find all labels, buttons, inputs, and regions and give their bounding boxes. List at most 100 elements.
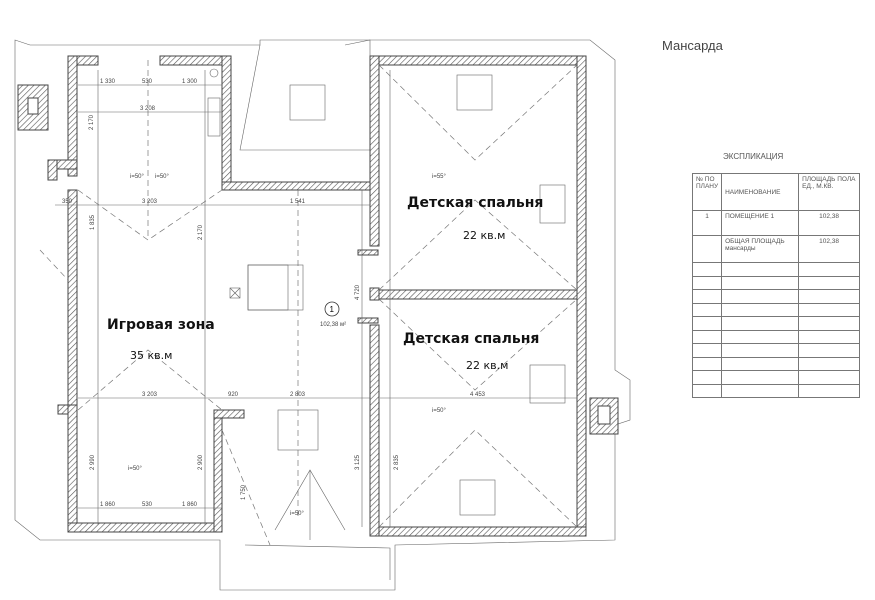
play-zone-area: 35 кв.м — [130, 349, 172, 362]
dimension-label: 530 — [142, 502, 153, 508]
table-row: 1 ПОМЕЩЕНИЕ 1 102,38 — [691, 210, 861, 236]
cell-empty — [721, 329, 800, 344]
col-number: № ПО ПЛАНУ — [691, 173, 723, 211]
cell-empty — [798, 329, 861, 344]
dimension-label: 4 453 — [470, 392, 486, 398]
cell-empty — [721, 370, 800, 385]
room-marker: 1 102,38 м² — [320, 301, 346, 328]
cell-number — [691, 235, 723, 263]
cell-empty — [721, 316, 800, 331]
dimension-label: 2 170 — [89, 114, 95, 130]
dimension-label: 3 125 — [355, 454, 361, 470]
cell-empty — [721, 289, 800, 304]
cell-empty — [798, 289, 861, 304]
dimension-label: 2 990 — [90, 454, 96, 470]
play-zone-name: Игровая зона — [107, 317, 215, 333]
cell-empty — [721, 383, 800, 398]
cell-empty — [721, 275, 800, 290]
cell-area: 102,38 — [798, 235, 861, 263]
cell-area: 102,38 — [798, 210, 861, 236]
dimension-label: 1 541 — [290, 199, 306, 205]
dimension-label: 2 803 — [290, 392, 306, 398]
cell-empty — [721, 262, 800, 277]
table-row-empty — [691, 289, 861, 304]
table-row-empty — [691, 262, 861, 277]
chimney-right — [589, 397, 619, 435]
slope-label: i=50° — [290, 511, 305, 517]
cell-empty — [798, 302, 861, 317]
cell-empty — [691, 356, 723, 371]
cell-empty — [798, 343, 861, 358]
dimension-label: 4 720 — [355, 284, 361, 300]
slope-label: i=50° — [128, 466, 143, 472]
dimension-label: 1 860 — [182, 502, 198, 508]
cell-number: 1 — [691, 210, 723, 236]
dimension-label: 1 860 — [100, 502, 116, 508]
dimension-label: 2 900 — [198, 454, 204, 470]
dimension-label: 920 — [228, 392, 239, 398]
dimension-label: 3 203 — [142, 392, 158, 398]
cell-empty — [798, 262, 861, 277]
cell-empty — [798, 316, 861, 331]
slope-labels: i=50° i=50° i=50° i=50° i=55° i=50° — [128, 174, 447, 517]
table-row-empty — [691, 343, 861, 358]
room-marker-number: 1 — [330, 305, 335, 314]
table-row-empty — [691, 275, 861, 290]
cell-name: ОБЩАЯ ПЛОЩАДЬ мансарды — [721, 235, 800, 263]
walls — [47, 55, 587, 537]
cell-empty — [798, 356, 861, 371]
cell-name: ПОМЕЩЕНИЕ 1 — [721, 210, 800, 236]
dimension-label: 1 750 — [241, 484, 247, 500]
table-row-empty — [691, 356, 861, 371]
cell-empty — [798, 370, 861, 385]
slope-lines — [39, 60, 578, 546]
table-row-empty — [691, 383, 861, 398]
dimension-labels: 1 330 530 1 300 3 208 2 170 350 3 203 1 … — [62, 79, 486, 508]
slope-label: i=50° — [432, 408, 447, 414]
cell-empty — [721, 302, 800, 317]
col-name: НАИМЕНОВАНИЕ — [721, 173, 800, 211]
cell-empty — [691, 302, 723, 317]
table-row-empty — [691, 302, 861, 317]
explication-table: № ПО ПЛАНУ НАИМЕНОВАНИЕ ПЛОЩАДЬ ПОЛА ЕД.… — [691, 173, 861, 398]
dimension-label: 2 835 — [394, 454, 400, 470]
dimension-label: 1 300 — [182, 79, 198, 85]
bedroom-2-area: 22 кв.м — [466, 359, 508, 372]
col-area: ПЛОЩАДЬ ПОЛА ЕД., М.КВ. — [798, 173, 861, 211]
dimension-label: 530 — [142, 79, 153, 85]
dimension-label: 350 — [62, 199, 73, 205]
dimension-label: 1 330 — [100, 79, 116, 85]
dimension-label: 2 170 — [198, 224, 204, 240]
bedroom-1-name: Детская спальня — [407, 195, 543, 211]
table-row-empty — [691, 370, 861, 385]
table-row-empty — [691, 316, 861, 331]
chimney-left — [17, 84, 49, 131]
bedroom-1-area: 22 кв.м — [463, 229, 505, 242]
cell-empty — [691, 289, 723, 304]
cell-empty — [691, 383, 723, 398]
table-row: ОБЩАЯ ПЛОЩАДЬ мансарды 102,38 — [691, 235, 861, 263]
dimension-lines — [55, 70, 577, 527]
cell-empty — [691, 343, 723, 358]
slope-label: i=50° — [155, 174, 170, 180]
cell-empty — [691, 329, 723, 344]
cell-empty — [798, 383, 861, 398]
table-header: № ПО ПЛАНУ НАИМЕНОВАНИЕ ПЛОЩАДЬ ПОЛА ЕД.… — [691, 173, 861, 211]
fixtures — [207, 68, 566, 516]
room-marker-area: 102,38 м² — [320, 322, 346, 328]
slope-label: i=50° — [130, 174, 145, 180]
cell-empty — [691, 262, 723, 277]
explication-heading: ЭКСПЛИКАЦИЯ — [723, 152, 784, 161]
table-row-empty — [691, 329, 861, 344]
cell-empty — [691, 275, 723, 290]
cell-empty — [798, 275, 861, 290]
plan-title: Мансарда — [662, 38, 723, 53]
cell-empty — [691, 370, 723, 385]
cell-empty — [721, 356, 800, 371]
slope-label: i=55° — [432, 174, 447, 180]
cell-empty — [721, 343, 800, 358]
dimension-label: 1 835 — [90, 214, 96, 230]
cell-empty — [691, 316, 723, 331]
dimension-label: 3 203 — [142, 199, 158, 205]
